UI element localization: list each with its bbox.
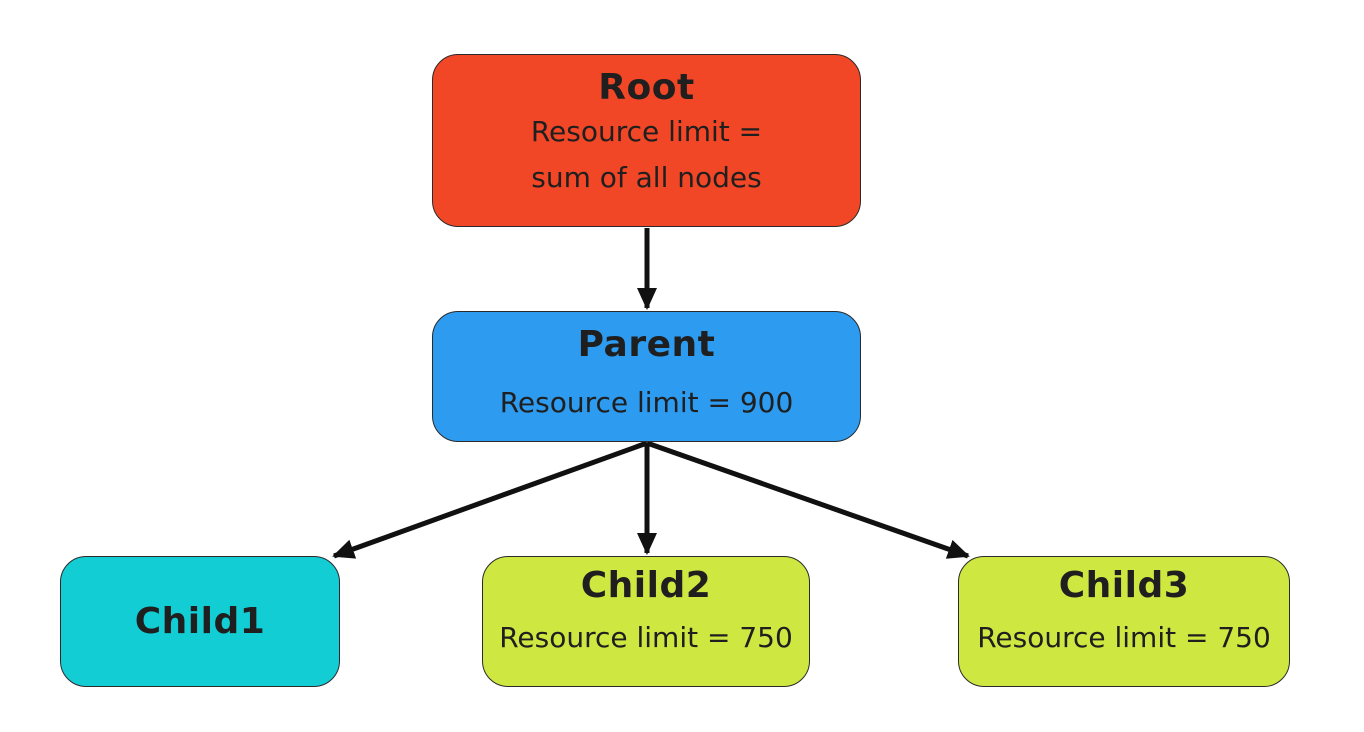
child3-node[interactable]: Child3 Resource limit = 750 xyxy=(958,556,1290,687)
root-node-text-line2: sum of all nodes xyxy=(531,161,762,194)
parent-node-title: Parent xyxy=(577,324,716,365)
root-node-text-line1: Resource limit = xyxy=(530,115,763,148)
edge-parent-to-child1 xyxy=(332,440,648,559)
parent-node[interactable]: Parent Resource limit = 900 xyxy=(432,311,861,442)
child2-node[interactable]: Child2 Resource limit = 750 xyxy=(482,556,810,687)
child1-node-title: Child1 xyxy=(134,600,266,642)
child3-node-text: Resource limit = 750 xyxy=(977,621,1271,654)
child2-node-title: Child2 xyxy=(580,565,712,606)
child2-node-text: Resource limit = 750 xyxy=(499,621,793,654)
parent-node-text: Resource limit = 900 xyxy=(499,386,794,419)
child1-node[interactable]: Child1 xyxy=(60,556,340,687)
edge-parent-to-child3 xyxy=(646,440,970,559)
root-node[interactable]: Root Resource limit = sum of all nodes xyxy=(432,54,861,227)
child3-node-title: Child3 xyxy=(1058,565,1190,606)
root-node-title: Root xyxy=(598,67,695,108)
